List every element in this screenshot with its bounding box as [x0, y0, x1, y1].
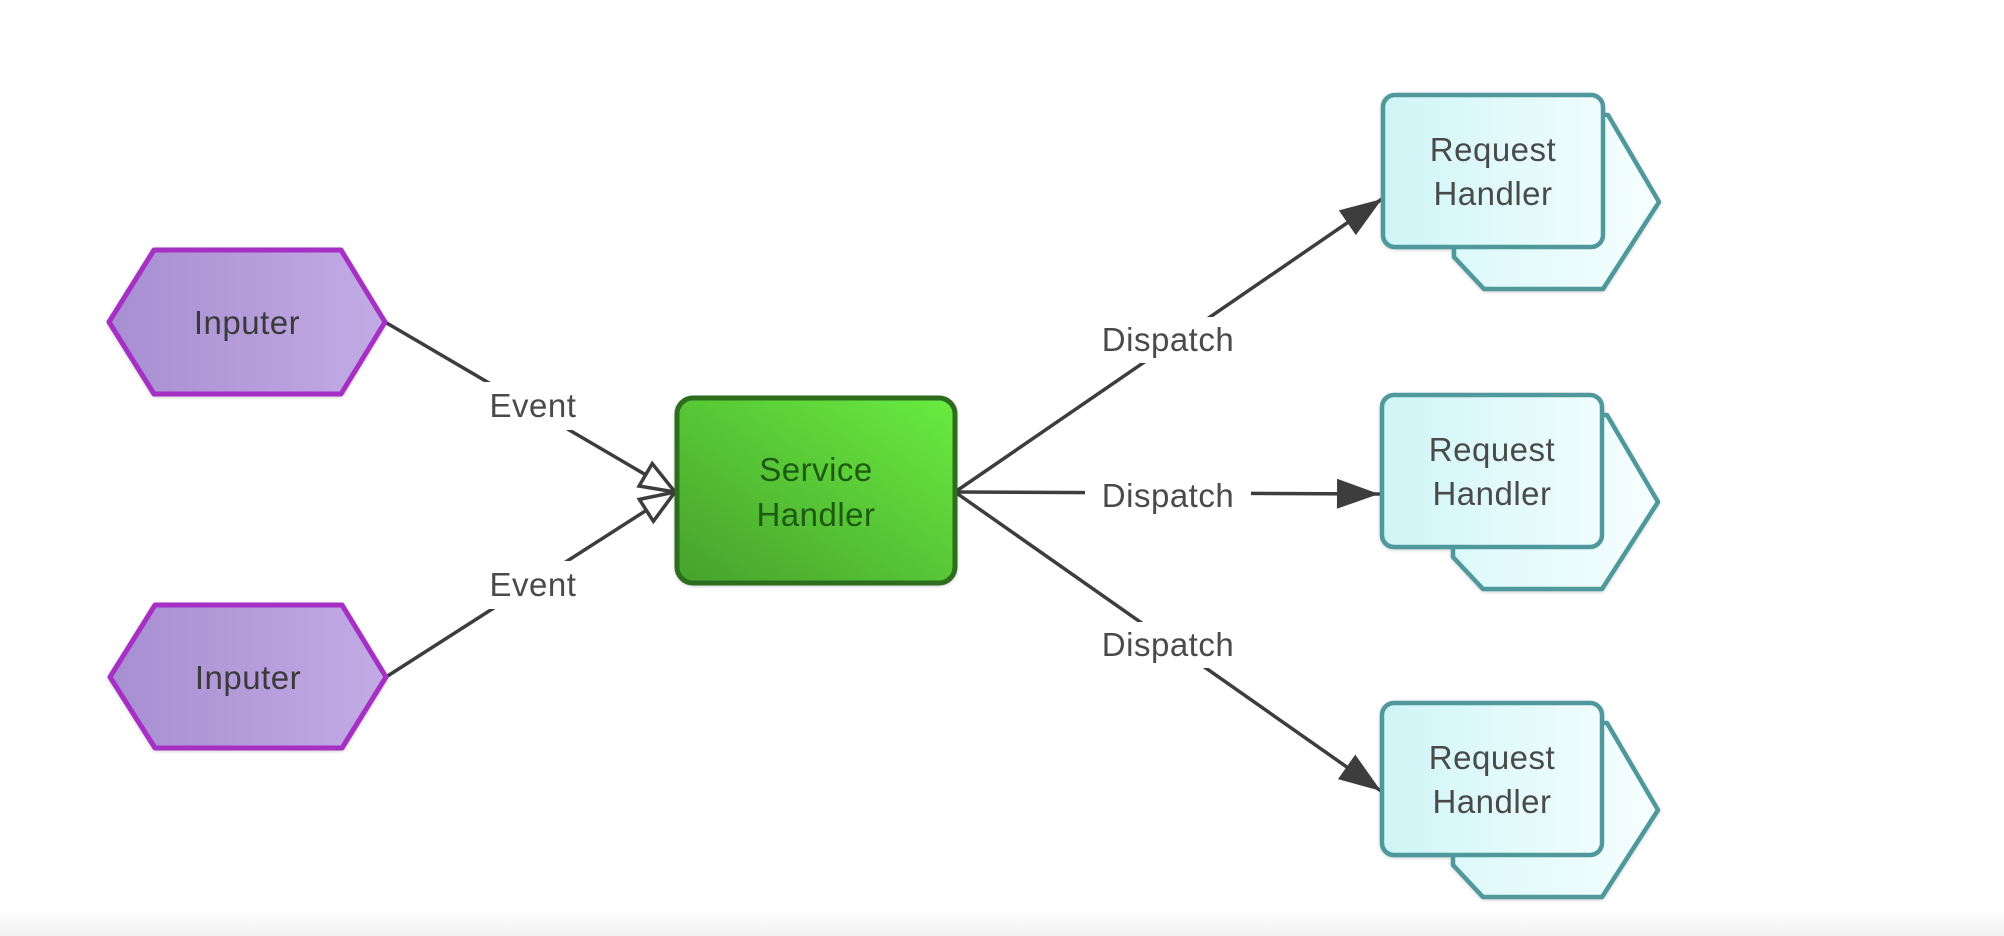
node-service-handler: Service Handler: [674, 395, 958, 586]
edge-label-halo: [1085, 317, 1251, 363]
edge-label-halo: [463, 382, 603, 430]
node-request-handler-top: Request Handler: [1380, 92, 1662, 292]
edge-label-event-bottom: Event: [490, 566, 577, 603]
edge-label-dispatch-bottom: Dispatch: [1102, 626, 1234, 663]
node-request-handler-middle: Request Handler: [1379, 392, 1661, 592]
edge-label-halo: [463, 561, 603, 609]
node-label-line1: Request: [1429, 739, 1555, 776]
edge-label-halo: [1085, 622, 1251, 668]
node-label-line2: Handler: [1432, 475, 1551, 512]
node-label-line1: Service: [759, 451, 873, 488]
node-label-line2: Handler: [756, 496, 875, 533]
node-label-line2: Handler: [1432, 783, 1551, 820]
node-inputer-bottom: Inputer: [107, 602, 389, 751]
node-inputer-top: Inputer: [106, 247, 388, 397]
footer-texture-band: [0, 908, 2004, 936]
edge-label-dispatch-middle: Dispatch: [1102, 477, 1234, 514]
stacked-card-front-shape: [1379, 700, 1605, 858]
node-label-line1: Request: [1429, 431, 1555, 468]
stacked-card-front-shape: [1379, 392, 1605, 550]
edge-label-halo: [1085, 473, 1251, 519]
node-label: Inputer: [195, 659, 301, 696]
rounded-rect-shape: [674, 395, 958, 586]
hexagon-shape: [107, 602, 389, 751]
stacked-card-front-shape: [1380, 92, 1606, 250]
node-label-line1: Request: [1430, 131, 1556, 168]
node-request-handler-bottom: Request Handler: [1379, 700, 1661, 900]
edge-labels-layer: Event Event Dispatch Dispatch Dispatch: [463, 317, 1251, 668]
node-label: Inputer: [194, 304, 300, 341]
edge-label-event-top: Event: [490, 387, 577, 424]
node-label-line2: Handler: [1433, 175, 1552, 212]
edge-label-dispatch-top: Dispatch: [1102, 321, 1234, 358]
hexagon-shape: [106, 247, 388, 397]
